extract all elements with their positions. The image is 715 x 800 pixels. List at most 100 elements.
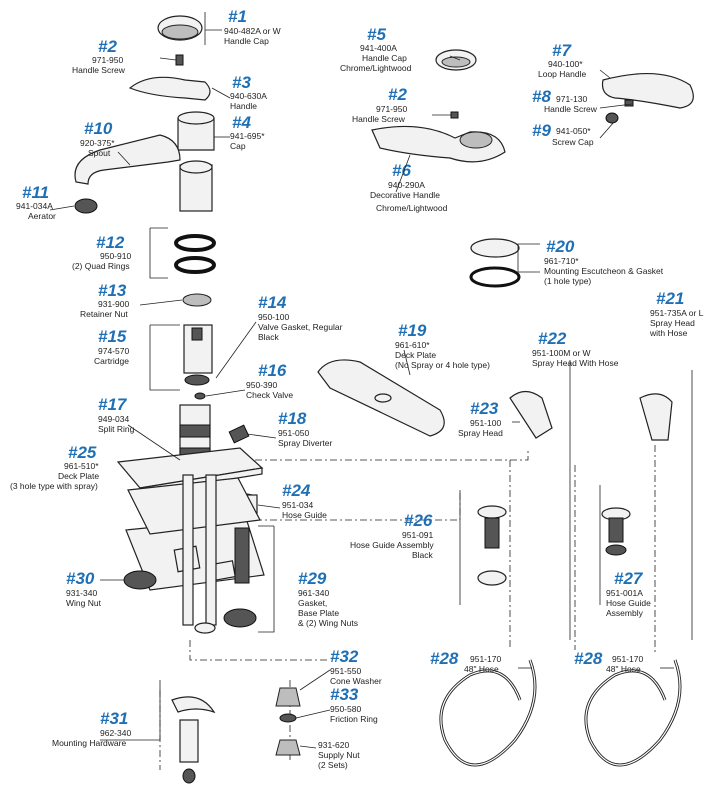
callout-16: #16 950-390 Check Valve [246,361,293,400]
callout-number: #6 [392,161,411,180]
callout-number: #17 [98,395,128,414]
part-name: Spout [88,148,111,158]
callout-29: #29 961-340 Gasket, Base Plate & (2) Win… [298,569,358,628]
callout-number: #19 [398,321,427,340]
part-number: 951-170 [612,654,643,664]
part-number: 920-375* [80,138,115,148]
callout-20: #20 961-710* Mounting Escutcheon & Gaske… [544,237,664,286]
part-name: Cone Washer [330,676,382,686]
part-number: 940-630A [230,91,267,101]
callout-5: #5 941-400A Handle Cap Chrome/Lightwood [340,25,412,73]
part-name-2: Base Plate [298,608,339,618]
part-number: 950-390 [246,380,277,390]
callout-3: #3 940-630A Handle [230,73,267,111]
callout-25: #25 961-510* Deck Plate (3 hole type wit… [10,443,99,491]
part-color: Black [412,550,434,560]
part-number: 940-290A [388,180,425,190]
part-name: 48" Hose [464,664,499,674]
callout-number: #20 [546,237,575,256]
part-name: Gasket, [298,598,327,608]
part-number: 951-091 [402,530,433,540]
callout-number: #31 [100,709,128,728]
callout-number: #21 [656,289,684,308]
part-name: Cap [230,141,246,151]
cap-shape [177,111,215,151]
quad-rings-shape [174,234,216,274]
callout-15: #15 974-570 Cartridge [94,327,129,366]
part-name: Spray Head [458,428,503,438]
callout-number: #12 [96,233,125,252]
part-name: Spray Diverter [278,438,332,448]
callout-number: #2 [98,37,117,56]
callout-number: #3 [232,73,251,92]
retainer-nut-shape [182,293,212,307]
part-note: (3 hole type with spray) [10,481,98,491]
supply-nut-shape [275,739,301,756]
part-name: Handle Cap [362,53,407,63]
part-number: 931-620 [318,740,349,750]
part-number: 950-100 [258,312,289,322]
callout-14: #14 950-100 Valve Gasket, Regular Black [258,293,343,342]
part-name: Retainer Nut [80,309,128,319]
callout-number: #1 [228,7,247,26]
part-name: Deck Plate [395,350,436,360]
spray-head-shape [509,390,673,441]
spout-shape [74,134,213,212]
part-name: Loop Handle [538,69,586,79]
callout-17: #17 949-034 Split Ring [98,395,135,434]
part-name: Hose Guide Assembly [350,540,434,550]
callout-19: #19 961-610* Deck Plate (No Spray or 4 h… [395,321,490,370]
callout-number: #33 [330,685,359,704]
part-number: 951-100 [470,418,501,428]
callout-21: #21 951-735A or L Spray Head with Hose [649,289,704,338]
part-number: 971-130 [556,94,587,104]
part-name: Screw Cap [552,137,594,147]
deck-plate-4-hole-shape [317,359,445,437]
part-name: Handle Cap [224,36,269,46]
part-number: 974-570 [98,346,129,356]
part-number: 950-580 [330,704,361,714]
handle-cap-chrome-shape [435,49,477,71]
callout-number: #2 [388,85,407,104]
callout-number: #30 [66,569,95,588]
part-name: Check Valve [246,390,293,400]
part-number: 931-340 [66,588,97,598]
part-name: Spray Head [650,318,695,328]
part-number: 961-510* [64,461,99,471]
callout-8: #8 971-130 Handle Screw [532,87,598,114]
callout-7: #7 940-100* Loop Handle [538,41,586,79]
callout-number: #25 [68,443,97,462]
valve-gasket-shape [184,374,210,386]
handle-cap-shape [157,15,203,41]
callout-number: #8 [532,87,551,106]
callout-number: #11 [22,183,49,202]
part-note: with Hose [649,328,688,338]
wing-nut-shape [123,570,257,634]
part-number: 951-034 [282,500,313,510]
part-number: 941-400A [360,43,397,53]
part-number: 951-170 [470,654,501,664]
part-name: Handle Screw [544,104,598,114]
hose-coil-shape [439,659,682,767]
callout-31: #31 962-340 Mounting Hardware [52,709,131,748]
part-number: 949-034 [98,414,129,424]
callout-33: #33 950-580 Friction Ring [330,685,378,724]
part-number: 951-100M or W [532,348,591,358]
callout-number: #22 [538,329,567,348]
callout-number: #23 [470,399,499,418]
part-number: 941-695* [230,131,265,141]
part-name: Wing Nut [66,598,102,608]
part-color: Black [258,332,280,342]
callout-1: #1 940-482A or W Handle Cap [224,7,281,46]
part-name: Split Ring [98,424,135,434]
part-number: 951-735A or L [650,308,704,318]
part-name: Friction Ring [330,714,378,724]
callout-number: #5 [367,25,386,44]
callout-number: #24 [282,481,311,500]
callout-22: #22 951-100M or W Spray Head With Hose [532,329,619,368]
callout-9: #9 941-050* Screw Cap [532,121,594,147]
part-name: Supply Nut [318,750,360,760]
part-number: 951-050 [278,428,309,438]
handle-shape [128,76,211,101]
part-name-3: & (2) Wing Nuts [298,618,358,628]
